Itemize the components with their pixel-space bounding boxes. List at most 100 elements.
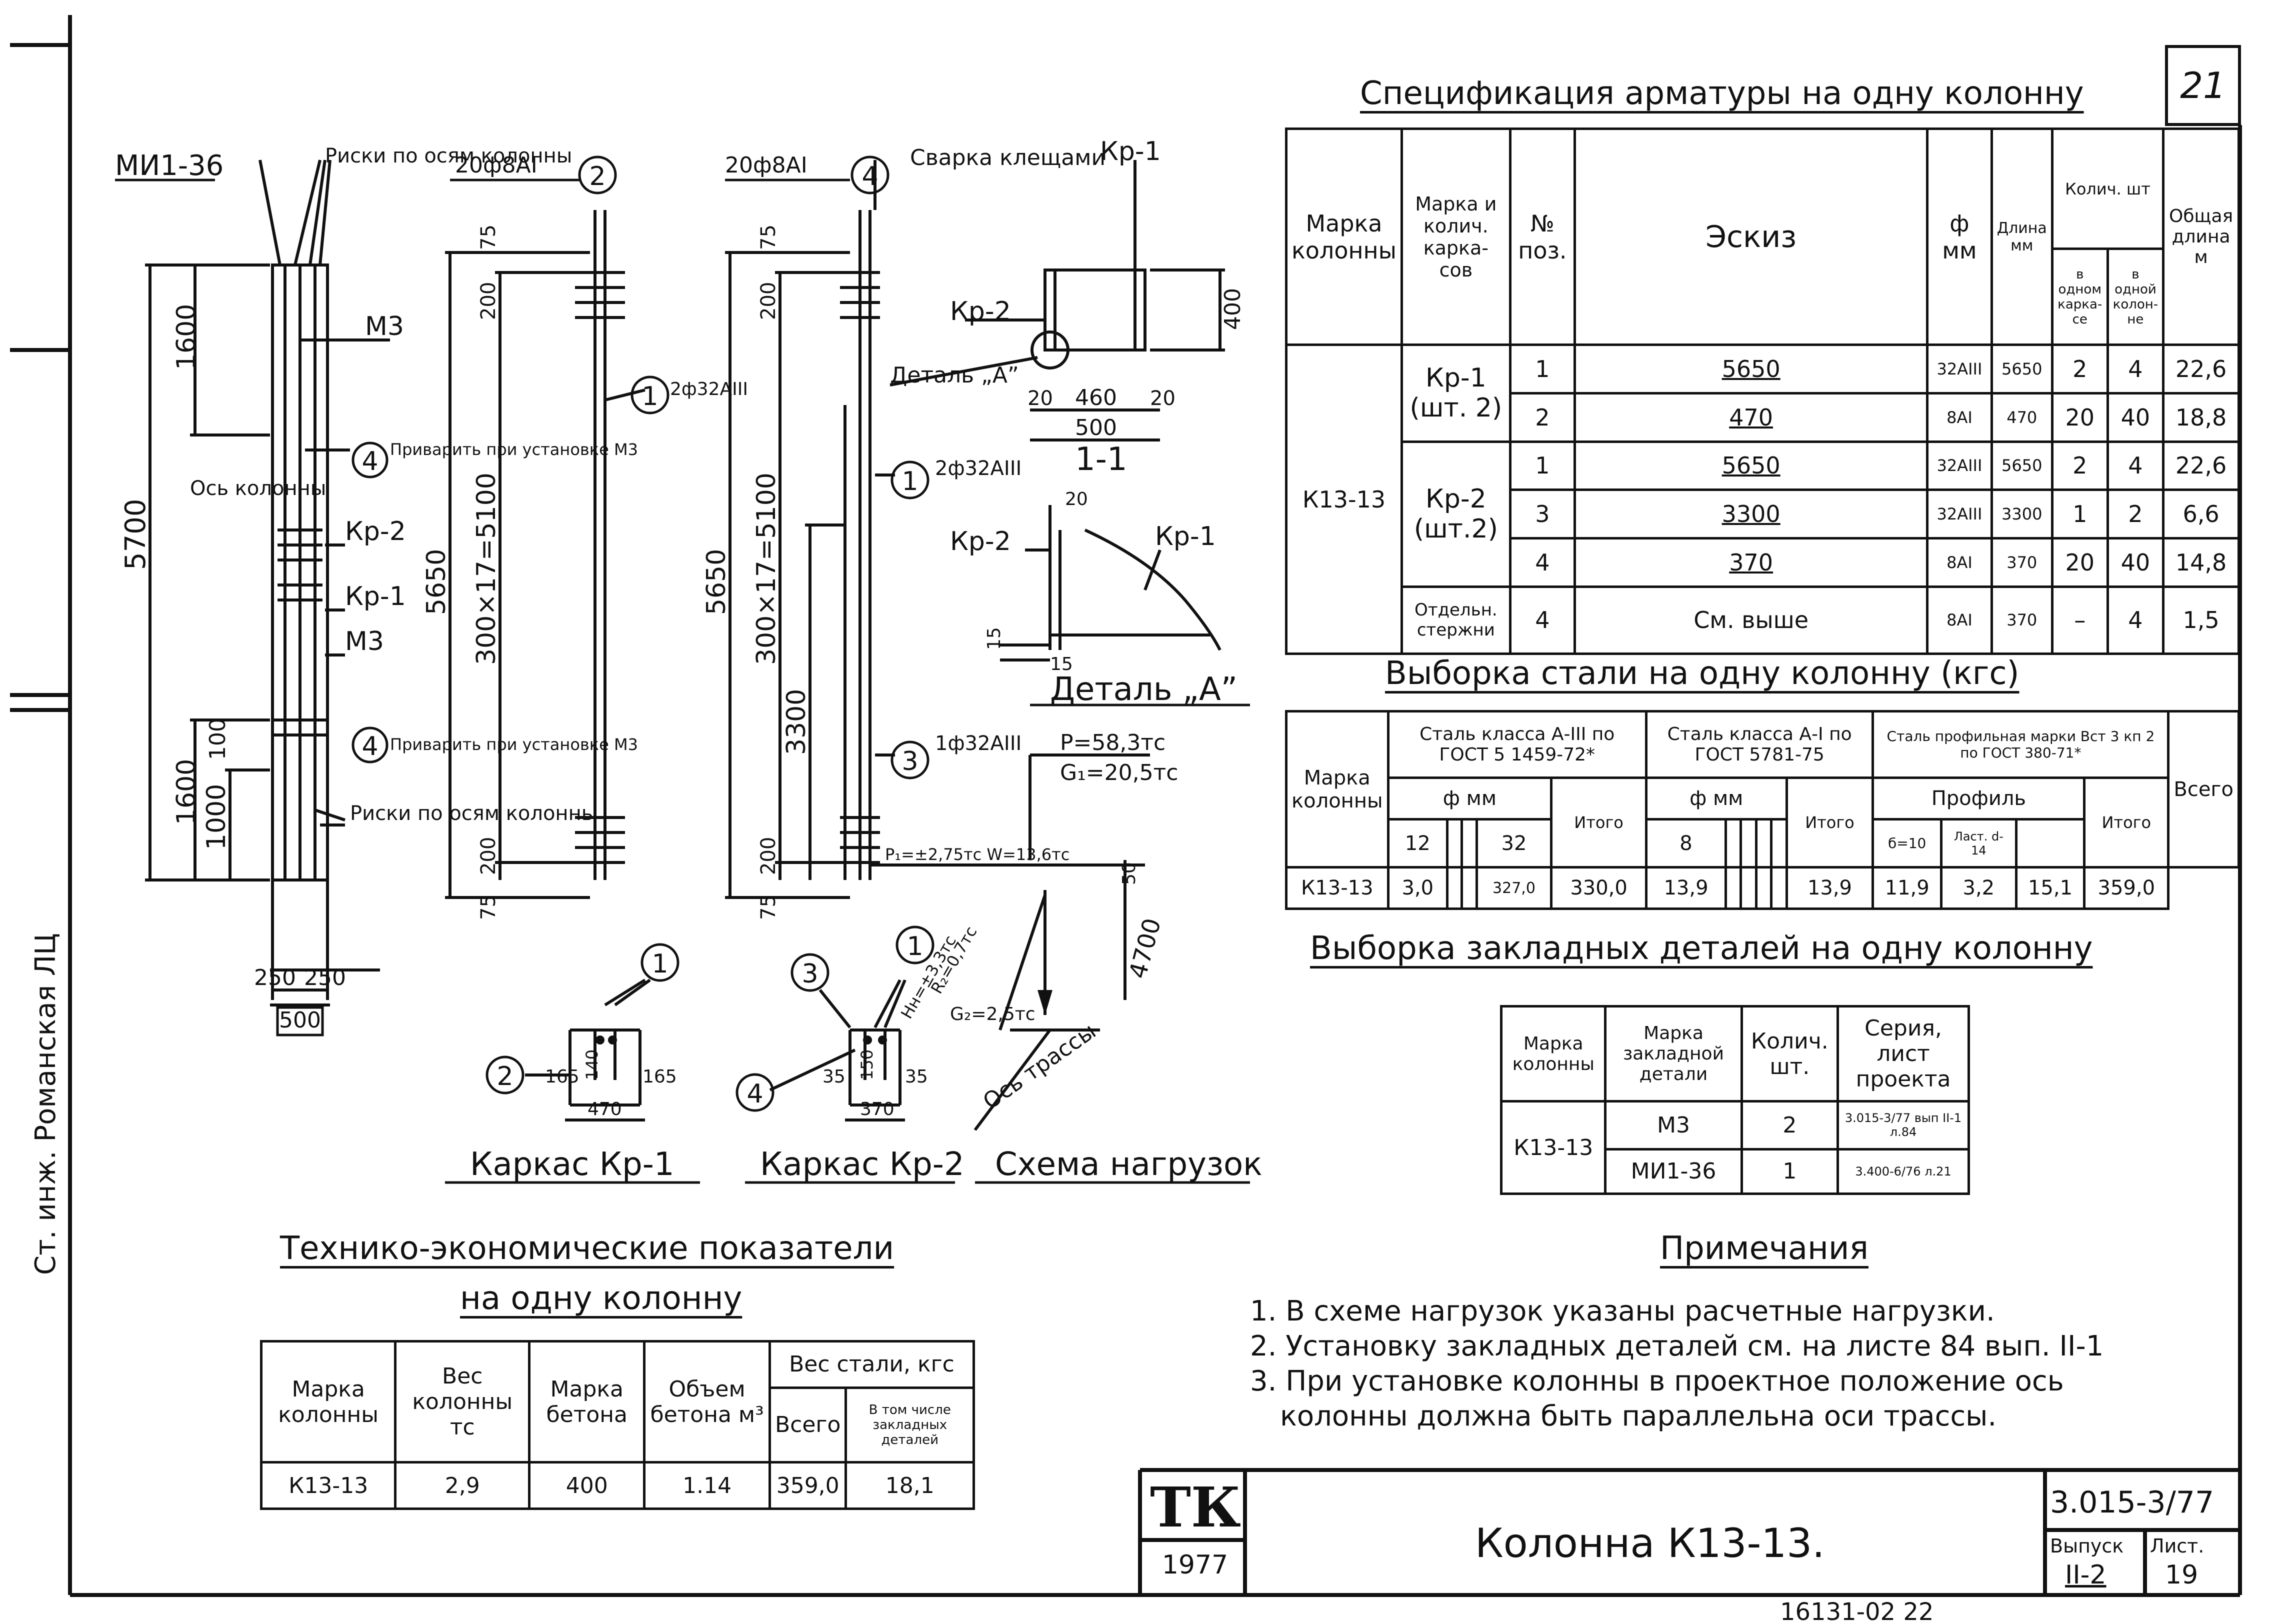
steel-t1: 330,0 <box>1550 866 1648 910</box>
callout-4-bot <box>352 726 388 764</box>
tep-h-weight: Вес колонны тс <box>394 1340 531 1464</box>
steel-v32: 327,0 <box>1475 866 1553 910</box>
spec-h-qty-frame: в одном карка-се <box>2050 247 2109 346</box>
embed-qty: 1 <box>1740 1148 1840 1196</box>
steel-pp2: 3,2 <box>1940 866 2018 910</box>
callout-4-kr2 <box>850 156 890 194</box>
frame-ticks <box>10 43 70 712</box>
tep-h-incl: В том числе закладных деталей <box>844 1386 975 1464</box>
kr2-sec-35a: 35 <box>822 1066 846 1087</box>
spec-qf: 2 <box>2050 344 2109 394</box>
tep-h-steel: Вес стали, кгс <box>768 1340 976 1389</box>
embed-row: МИ1-36 1 3.400-6/76 л.21 <box>1502 1148 1970 1196</box>
spec-h-frame: Марка и колич. карка-сов <box>1400 127 1512 346</box>
kr1-dim-5650: 5650 <box>422 549 452 615</box>
kr1-sec-dot-a <box>596 1036 604 1044</box>
steel-h-dia1: ф мм <box>1386 776 1553 820</box>
spec-qf: 2 <box>2050 440 2109 492</box>
spec-row: К13-13 Кр-1 (шт. 2) 1 5650 32АIII 5650 2… <box>1285 344 2240 655</box>
column-elevation <box>145 160 390 1006</box>
load-arrow <box>1038 990 1052 1015</box>
os-label: Ось колонны <box>190 477 326 500</box>
embed-detail: МИ1-36 <box>1604 1148 1743 1196</box>
embed-mark: К13-13 <box>1500 1100 1607 1195</box>
load-dim-50: 50 <box>1119 862 1140 885</box>
tep-all: 359,0 <box>768 1461 848 1510</box>
load-scheme <box>870 754 1150 1131</box>
pribar-label-1: Приварить при установке М3 <box>390 440 638 459</box>
steel-h-group3: Сталь профильная марки Вст 3 кп 2 по ГОС… <box>1872 710 2170 780</box>
spec-sketch: 5650 <box>1574 344 1929 394</box>
callout-1-kr1-text: 1 <box>642 382 658 412</box>
steel-t3: 15,1 <box>2014 866 2086 910</box>
tep-volume: 1.14 <box>643 1461 771 1510</box>
note-2: 2. Установку закладных деталей см. на ли… <box>1250 1330 2104 1362</box>
spec-dia: 8АI <box>1926 392 1993 443</box>
steel-h-dia2: ф мм <box>1644 776 1788 820</box>
spec-title: Спецификация арматуры на одну колонну <box>1360 75 2084 112</box>
svarka-label: Сварка клещами <box>910 145 1106 170</box>
spec-row: Отдельн. стержни 4 См. выше 8АI 370 – 4 … <box>1286 585 2240 656</box>
tep-h-all: Всего <box>768 1386 848 1464</box>
spec-total: 22,6 <box>2162 440 2240 492</box>
sheet-number: 21 <box>2180 64 2226 106</box>
callout-4-top <box>352 442 388 478</box>
steel-h-d12: 12 <box>1386 818 1448 869</box>
spec-h-sketch: Эскиз <box>1574 127 1929 346</box>
spec-qf: 20 <box>2050 392 2109 443</box>
riski-top-label: Риски по осям колонны <box>325 144 572 168</box>
spec-row: 3 3300 32АIII 3300 1 2 6,6 <box>1286 488 2240 540</box>
spec-qc: 40 <box>2106 392 2165 443</box>
kr2-rebar-3: 1ф32АIII <box>935 732 1022 755</box>
load-ph: Р₁=±2,75тс W=13,6тс <box>885 845 1070 864</box>
callout-1-kr2-text: 1 <box>902 466 918 496</box>
steel-h-empty <box>1770 818 1788 869</box>
embed-h-detail: Марка закладной детали <box>1604 1005 1743 1102</box>
tb-issue: II-2 <box>2065 1560 2106 1590</box>
dim-250a: 250 <box>254 965 296 990</box>
kr2-dim-75a: 75 <box>757 224 780 250</box>
callout-2-sec1 <box>486 1056 524 1094</box>
tep-h-mark: Марка колонны <box>260 1340 397 1464</box>
section-1-1 <box>890 160 1225 442</box>
note-1: 1. В схеме нагрузок указаны расчетные на… <box>1250 1295 1995 1328</box>
steel-pp1: 11,9 <box>1872 866 1942 910</box>
sheet-number-box: 21 <box>2165 45 2241 126</box>
section-dim-500: 500 <box>1075 415 1117 440</box>
spec-qf: – <box>2050 585 2109 656</box>
spec-len: 470 <box>1990 392 2054 443</box>
detail-15a: 15 <box>984 627 1004 650</box>
kr1-dim-300x17: 300×17=5100 <box>472 472 502 665</box>
steel-h-p1: б=10 <box>1872 818 1942 869</box>
tep-concrete: 400 <box>528 1461 646 1510</box>
kr2-label: Кр-2 <box>345 516 406 546</box>
sheet-frame <box>68 15 2242 1597</box>
kr1-elevation <box>445 210 646 899</box>
spec-row: 4 370 8АI 370 20 40 14,8 <box>1286 536 2240 588</box>
steel-h-empty <box>1446 818 1464 869</box>
section-dim-20a: 20 <box>1028 387 1053 410</box>
embed-qty: 2 <box>1740 1100 1840 1150</box>
callout-4-sec2-text: 4 <box>746 1079 763 1109</box>
tep-h-concrete: Марка бетона <box>528 1340 646 1464</box>
steel-h-all: Всего <box>2167 710 2240 869</box>
kr1-section <box>525 978 651 1122</box>
kr1-sec-470: 470 <box>588 1099 622 1120</box>
tep-title-2: на одну колонну <box>460 1280 742 1317</box>
load-g1: G₁=20,5тс <box>1060 760 1178 786</box>
tep-title-1: Технико-экономические показатели <box>280 1230 894 1267</box>
steel-h-d8: 8 <box>1644 818 1728 869</box>
tb-title: Колонна К13-13. <box>1475 1520 1825 1566</box>
dim-100: 100 <box>205 718 230 760</box>
spec-pos: 4 <box>1508 536 1576 588</box>
callout-1-kr2 <box>890 460 930 500</box>
caption-kr1: Каркас Кр-1 <box>470 1146 674 1183</box>
steel-h-d32: 32 <box>1475 818 1553 869</box>
kr2-sec-dot-b <box>878 1036 887 1044</box>
caption-load: Схема нагрузок <box>995 1146 1262 1183</box>
kr2-rebar-top: 20ф8АI <box>725 152 808 178</box>
dim-1000: 1000 <box>202 784 232 850</box>
steel-empty <box>1460 866 1478 910</box>
callout-3-sec2 <box>790 953 830 992</box>
detail-20: 20 <box>1065 489 1088 510</box>
